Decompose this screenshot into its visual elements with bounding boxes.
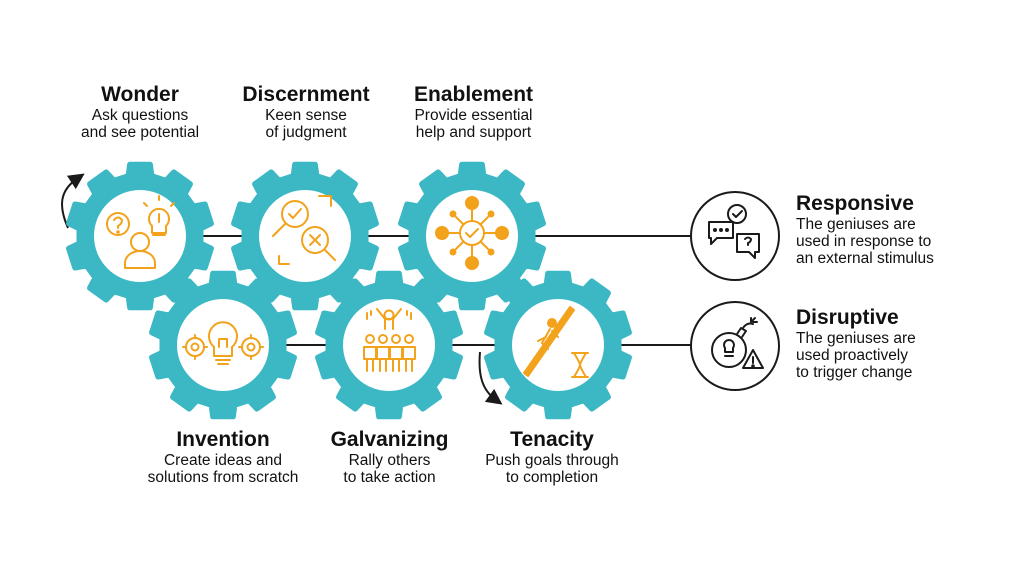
mode-label-responsive: Responsive The geniuses are used in resp…: [796, 192, 996, 267]
mode-title: Disruptive: [796, 306, 899, 329]
genius-desc-line1: Provide essential: [414, 107, 533, 124]
bulb-gears-icon: [182, 321, 264, 365]
gear-discernment: [231, 161, 379, 311]
genius-desc-line1: Keen sense: [265, 107, 347, 124]
mode-desc-line3: an external stimulus: [796, 250, 934, 267]
genius-desc-line2: solutions from scratch: [147, 469, 299, 486]
genius-label-galvanizing: Galvanizing Rally others to take action: [307, 428, 472, 486]
genius-title: Wonder: [101, 83, 179, 106]
genius-desc-line2: and see potential: [80, 124, 200, 141]
mode-desc-line3: to trigger change: [796, 364, 913, 381]
genius-label-wonder: Wonder Ask questions and see potential: [55, 83, 225, 141]
rotation-arrow-bottom: [478, 351, 503, 405]
mode-title: Responsive: [796, 192, 914, 215]
rotation-arrow-top: [61, 173, 85, 229]
mode-label-disruptive: Disruptive The geniuses are used proacti…: [796, 306, 996, 381]
genius-desc-line2: of judgment: [265, 124, 347, 141]
gear-wonder: [66, 161, 214, 311]
genius-label-tenacity: Tenacity Push goals through to completio…: [462, 428, 642, 486]
genius-title: Enablement: [413, 83, 534, 106]
genius-label-enablement: Enablement Provide essential help and su…: [386, 83, 561, 141]
genius-label-invention: Invention Create ideas and solutions fro…: [123, 428, 323, 486]
chat-check-question-icon: [708, 204, 760, 259]
magnifier-check-cross-icon: [272, 195, 336, 265]
genius-desc-line2: to completion: [505, 469, 599, 486]
genius-title: Tenacity: [510, 428, 594, 451]
gear-invention: [149, 270, 297, 420]
mode-desc-line1: The geniuses are: [796, 216, 916, 233]
question-bulb-person-icon: [106, 195, 175, 269]
genius-title: Galvanizing: [330, 428, 449, 451]
rally-people-icon: [363, 308, 416, 372]
mode-desc-line2: used proactively: [796, 347, 909, 364]
genius-desc-line1: Create ideas and: [163, 452, 283, 469]
climber-hourglass-icon: [523, 306, 589, 378]
gear-galvanizing: [315, 270, 463, 420]
mode-desc-line1: The geniuses are: [796, 330, 916, 347]
genius-desc-line1: Push goals through: [485, 452, 619, 469]
gear-tenacity: [484, 270, 632, 420]
network-people-check-icon: [435, 196, 509, 270]
bomb-bulb-warning-icon: [711, 317, 764, 369]
mode-desc-line2: used in response to: [796, 233, 932, 250]
genius-label-discernment: Discernment Keen sense of judgment: [216, 83, 396, 141]
genius-desc-line2: to take action: [343, 469, 436, 486]
genius-desc-line2: help and support: [415, 124, 532, 141]
genius-title: Discernment: [242, 83, 370, 106]
disruptive-circle: [690, 301, 780, 391]
responsive-circle: [690, 191, 780, 281]
genius-title: Invention: [176, 428, 270, 451]
genius-desc-line1: Ask questions: [91, 107, 189, 124]
genius-desc-line1: Rally others: [348, 452, 431, 469]
